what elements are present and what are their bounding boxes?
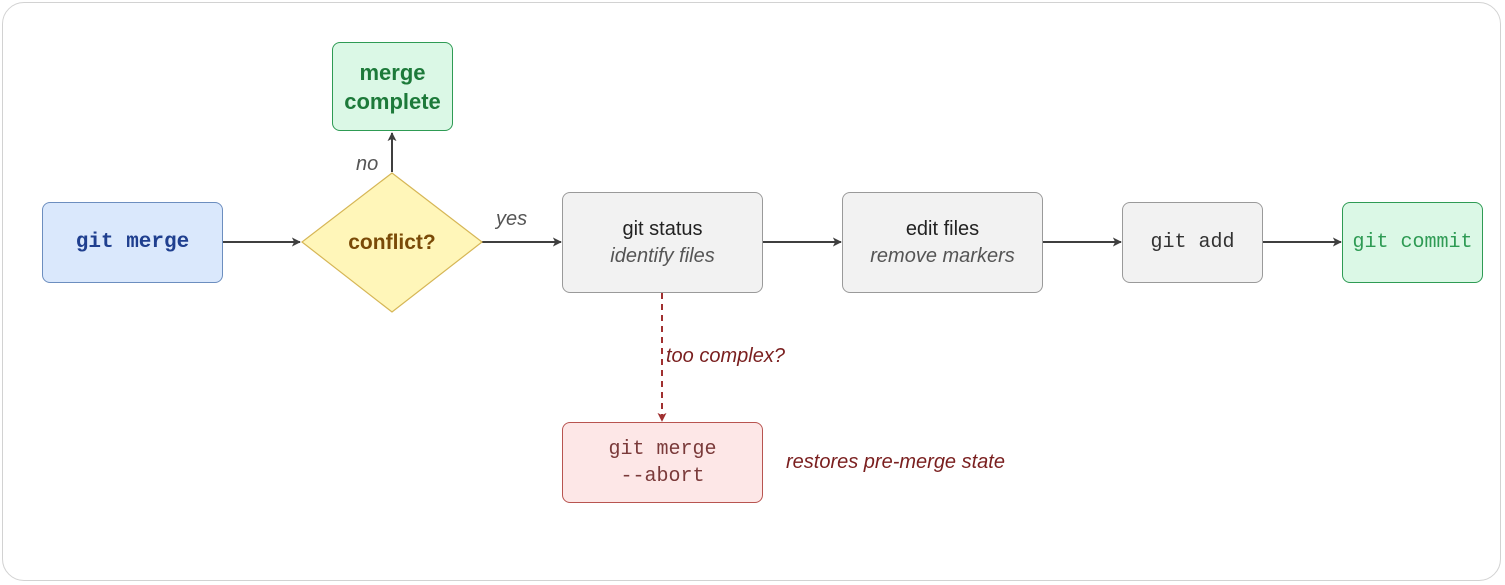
git-add-label: git add bbox=[1150, 231, 1235, 254]
abort-line2: --abort bbox=[620, 464, 705, 488]
git-merge-abort-node[interactable]: git merge --abort bbox=[562, 422, 763, 503]
conflict-decision-node[interactable]: conflict? bbox=[302, 173, 482, 312]
edit-files-subtitle: remove markers bbox=[870, 244, 1015, 267]
abort-line1: git merge bbox=[608, 437, 717, 461]
git-status-subtitle: identify files bbox=[610, 244, 715, 267]
git-commit-node[interactable]: git commit bbox=[1342, 202, 1483, 283]
merge-complete-label: merge complete bbox=[344, 59, 441, 114]
conflict-label: conflict? bbox=[348, 230, 436, 254]
git-status-title: git status bbox=[622, 217, 703, 240]
edge-label-yes: yes bbox=[496, 208, 528, 230]
merge-complete-node[interactable]: merge complete bbox=[332, 42, 453, 131]
note-restores: restores pre-merge state bbox=[786, 451, 1005, 473]
edge-label-too-complex: too complex? bbox=[666, 345, 785, 367]
conflict-decision-shape bbox=[301, 172, 483, 313]
edit-files-title: edit files bbox=[905, 217, 980, 240]
git-merge-node[interactable]: git merge bbox=[42, 202, 223, 283]
git-status-node[interactable]: git status identify files bbox=[562, 192, 763, 293]
git-merge-label: git merge bbox=[75, 231, 190, 254]
git-add-node[interactable]: git add bbox=[1122, 202, 1263, 283]
edit-files-node[interactable]: edit files remove markers bbox=[842, 192, 1043, 293]
git-commit-label: git commit bbox=[1352, 231, 1473, 254]
edge-label-no: no bbox=[356, 153, 379, 175]
